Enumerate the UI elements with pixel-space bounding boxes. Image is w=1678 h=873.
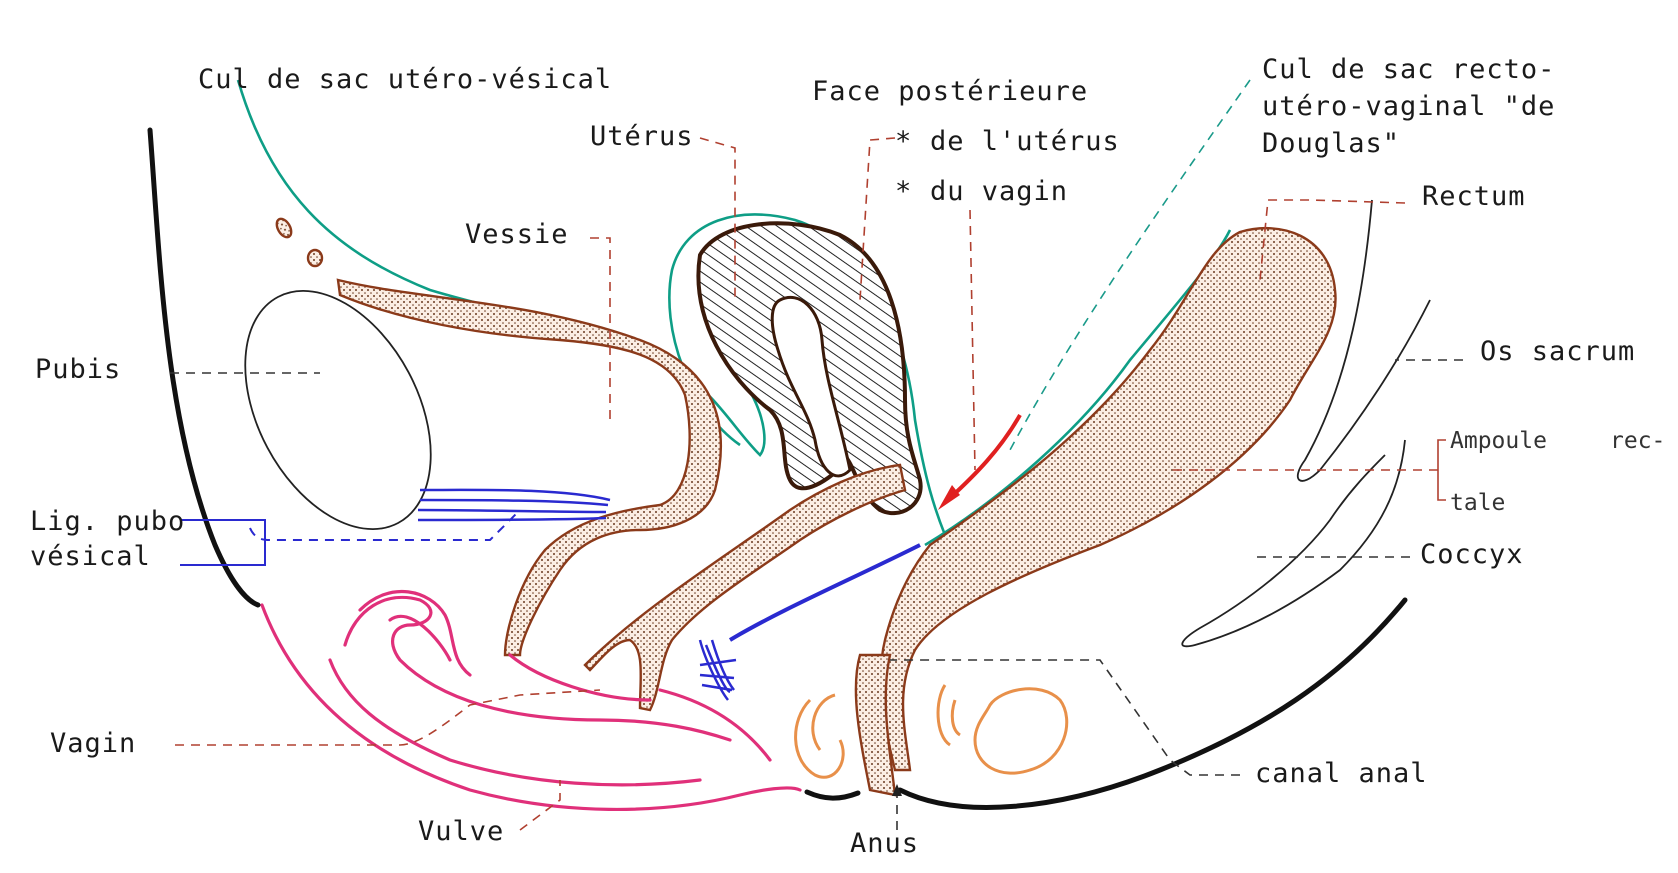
label-vagin: Vagin [50,728,136,759]
leader-lig-pubo [250,510,520,540]
bullet-2: * [895,176,912,207]
label-face-posterieure: Face postérieure [812,76,1088,107]
label-vessie: Vessie [465,219,569,250]
label-pubis: Pubis [35,354,121,385]
label-cul-de-sac-recto-3: Douglas" [1262,128,1400,159]
label-os-sacrum: Os sacrum [1480,336,1635,367]
spot-2 [308,250,322,266]
label-ampoule-2: rec- [1610,428,1665,454]
label-canal-anal: canal anal [1255,758,1428,789]
label-coccyx: Coccyx [1420,539,1524,570]
label-cul-de-sac-recto-2: utéro-vaginal "de [1262,91,1555,122]
label-lig-pubo-1: Lig. pubo [30,506,185,537]
label-cul-de-sac-recto-1: Cul de sac recto- [1262,54,1555,85]
label-rectum: Rectum [1422,181,1526,212]
spot-1 [274,216,294,239]
label-lig-pubo-2: vésical [30,541,151,572]
sphincter-right-2 [975,689,1067,773]
label-anus: Anus [850,828,919,859]
label-ampoule-3: tale [1450,490,1505,516]
leader-face-vagin [970,210,975,470]
label-du-vagin: du vagin [930,176,1068,207]
leader-ampoule-bracket [1438,440,1446,500]
bullet-1: * [895,126,912,157]
perineal-body [700,640,736,700]
douglas-arrow-head [938,485,960,510]
label-ampoule-1: Ampoule [1450,428,1547,454]
label-vulve: Vulve [418,816,504,847]
label-uterus: Utérus [590,121,694,152]
sphincter-right-1 [938,685,960,745]
label-cul-de-sac-utero-vesical: Cul de sac utéro-vésical [198,64,612,95]
label-de-l-uterus: de l'utérus [930,126,1120,157]
sphincter-left [796,695,844,777]
